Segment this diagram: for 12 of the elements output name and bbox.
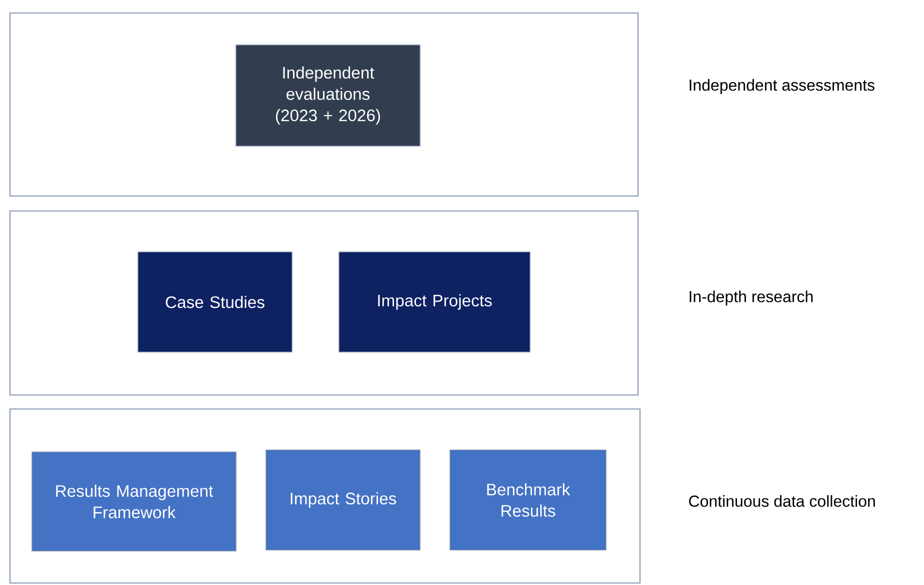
band-frame: [9, 12, 639, 197]
side-label: In-depth research: [690, 290, 813, 306]
process-box: Impact Stories: [266, 450, 420, 550]
side-label: Independent assessments: [690, 79, 874, 94]
band-frame: [9, 408, 641, 584]
side-label: Continuous data collection: [689, 495, 875, 507]
process-box: Independent evaluations (2023 + 2026): [236, 44, 420, 146]
band-frame: [9, 210, 639, 396]
process-box: Case Studies: [138, 252, 292, 352]
process-box: Results Management Framework: [32, 452, 236, 552]
process-box: Benchmark Results: [450, 450, 606, 550]
process-box: Impact Projects: [338, 252, 530, 352]
